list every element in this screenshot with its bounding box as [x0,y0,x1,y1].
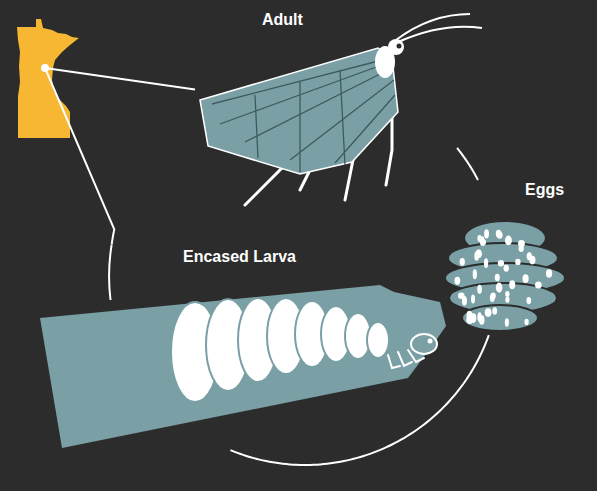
egg-spot [495,274,500,281]
stage-label: Eggs [525,180,564,199]
egg-spot [526,297,531,304]
egg-spot [476,249,482,258]
cycle-connector [230,335,488,465]
cycle-ring [109,245,112,300]
egg-spot [484,229,489,238]
egg-spot [471,294,475,303]
larva-body [171,298,389,402]
egg-spot [498,260,504,267]
egg-spot [454,277,460,285]
cycle-connector [45,68,195,245]
egg-spot [509,280,515,289]
egg-spot [519,245,524,252]
minnesota-map [17,19,79,138]
egg-spots [454,229,552,326]
moth-eye [397,44,402,49]
egg-spot [466,311,472,320]
adult-moth [200,14,482,205]
stage-label: Adult [262,10,303,29]
location-dot [41,64,49,72]
egg-spot [535,281,542,288]
egg-spot [491,293,496,299]
egg-spot [546,269,552,278]
egg-spot [462,296,467,306]
egg-mass [445,222,565,331]
larva-segment [367,322,389,358]
egg-spot [523,274,529,283]
stage-label: Encased Larva [183,247,296,266]
egg-spot [527,252,532,260]
moth-wing [200,48,398,174]
larva-legs [388,350,424,368]
egg-spot [515,259,520,265]
encased-larva [40,285,446,448]
egg-spot [496,230,502,238]
life-stage: Encased Larva [38,245,462,450]
egg-spot [485,308,492,317]
egg-spot [505,235,512,245]
egg-spot [473,269,477,279]
egg-spot [504,265,509,272]
wing-veins [212,58,395,172]
moth-antenna [396,14,482,42]
egg-spot [496,283,503,293]
egg-row [462,305,538,331]
egg-spot [460,258,465,266]
egg-spot [498,285,502,292]
egg-spot [492,307,497,314]
moth-head [388,39,404,55]
larva-eye [428,339,433,344]
egg-spot [505,318,509,326]
egg-spot [505,291,509,297]
larva-head [411,334,437,354]
cycle-connector [457,148,478,180]
egg-spot [484,258,488,268]
egg-spot [477,312,481,322]
egg-spot [477,285,482,294]
egg-spot [524,319,528,325]
egg-spot [505,297,509,303]
egg-spot [480,239,486,246]
life-stage: Adult [195,8,457,205]
life-stage: Eggs [440,180,570,335]
larva-case [40,285,446,448]
